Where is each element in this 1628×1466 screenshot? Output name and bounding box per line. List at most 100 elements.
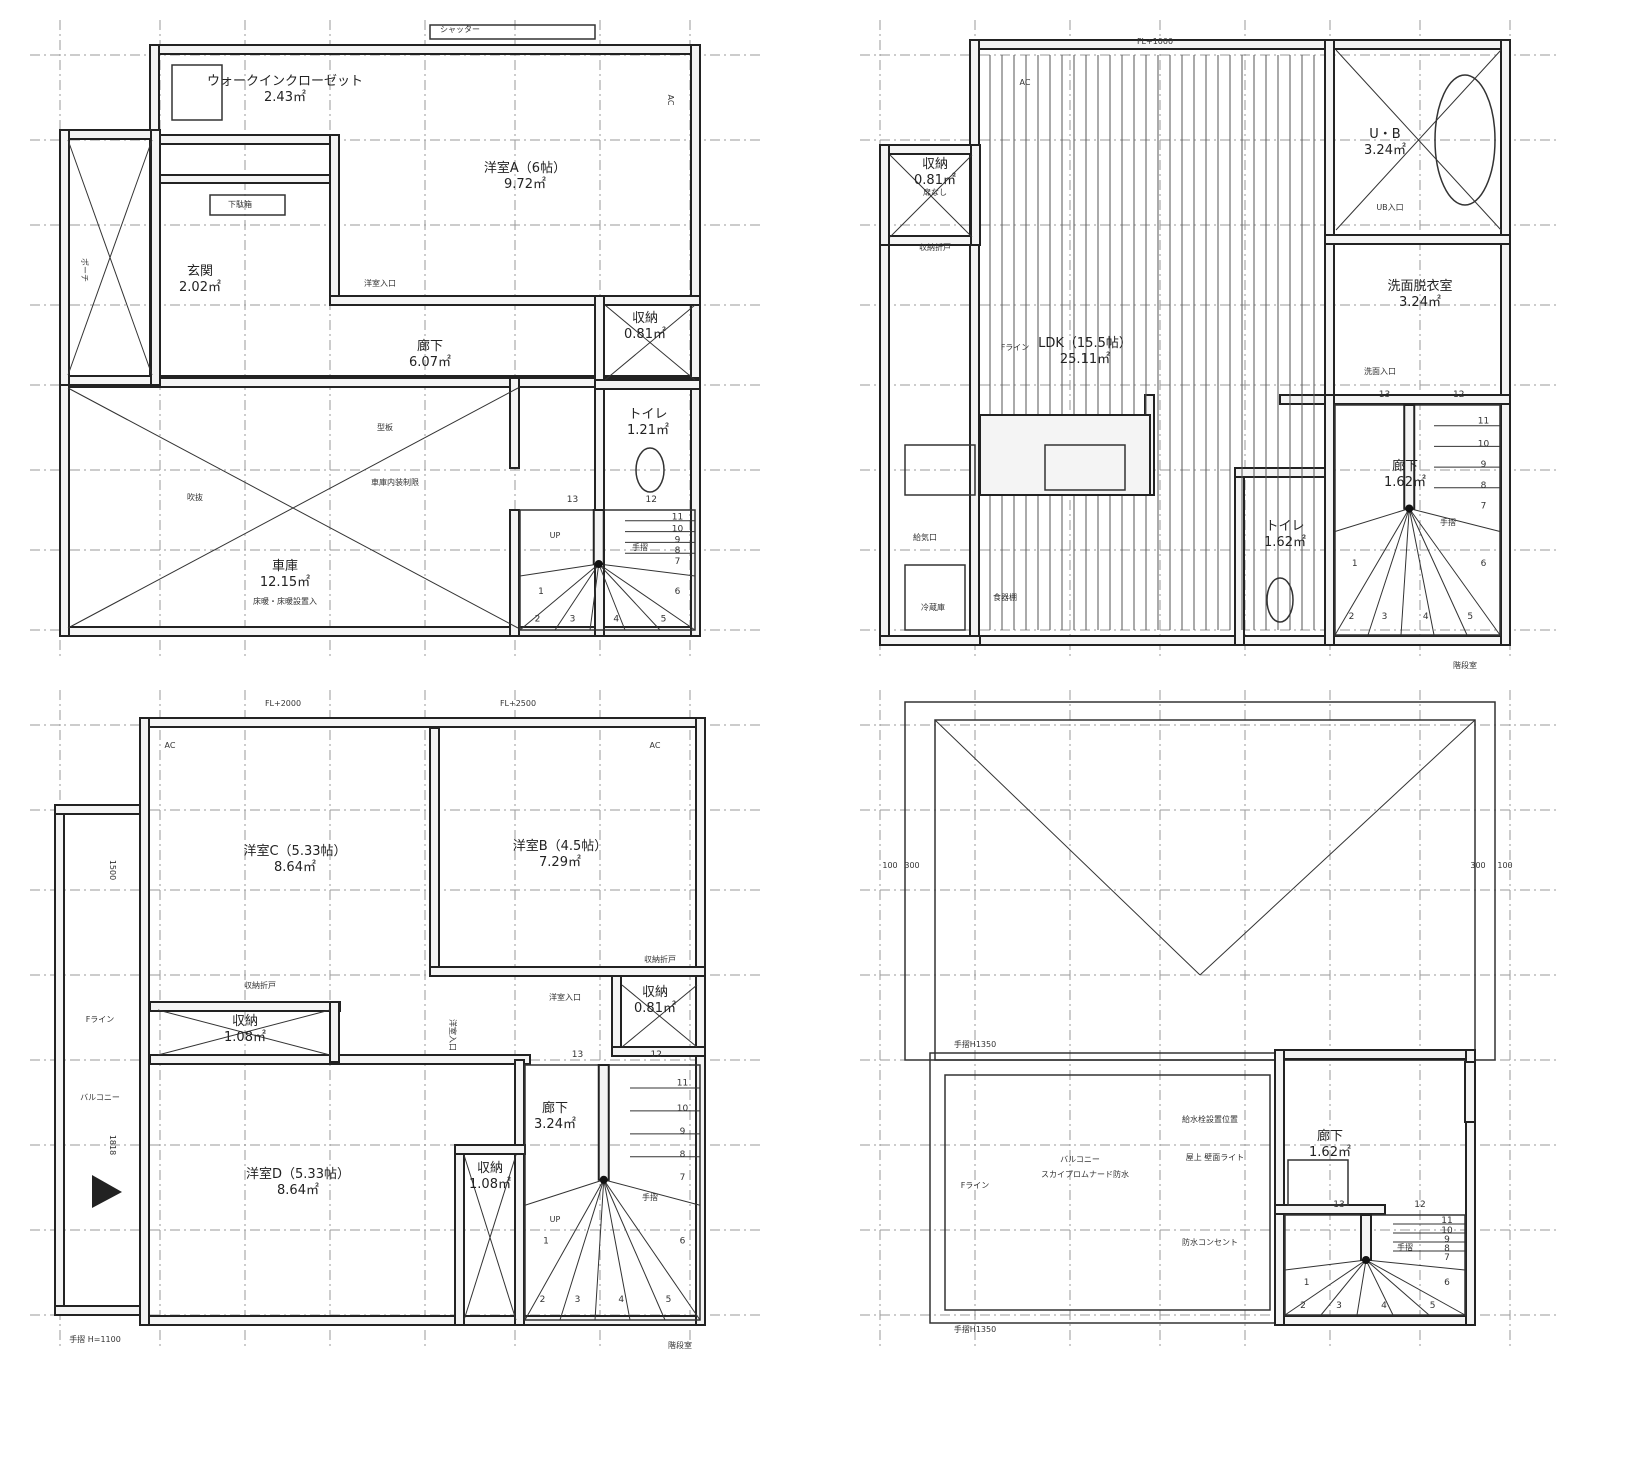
wall (139, 717, 150, 1326)
stair-step-number: 3 (570, 615, 576, 625)
stair-tread (1408, 508, 1501, 636)
hatch-opening (1287, 1159, 1349, 1206)
room-name: 洗面脱衣室 (1387, 278, 1452, 294)
stair-step-number: 4 (1423, 612, 1429, 622)
stair-step-number: 6 (1444, 1278, 1450, 1288)
room-area: 1.62㎡ (1264, 535, 1306, 550)
stair-outline (524, 1064, 701, 1321)
stair-step-number: 1 (1304, 1278, 1310, 1288)
plan-note: 洋室入口 (549, 992, 581, 1002)
plan-note: 手摺H1350 (954, 1039, 996, 1049)
wall (879, 239, 890, 646)
room-area: 8.64㎡ (277, 1183, 319, 1198)
stair-tread (1284, 1259, 1367, 1271)
stair-step-number: 13 (1333, 1200, 1344, 1210)
stair-tread (1334, 508, 1410, 636)
room-area: 1.21㎡ (627, 423, 669, 438)
wall (54, 804, 141, 815)
room-area: 1.62㎡ (1309, 1145, 1351, 1160)
stair-tread (603, 1179, 631, 1321)
plan-note: スカイプロムナード防水 (1041, 1169, 1129, 1179)
wall (509, 377, 520, 469)
stair-step-number: 7 (675, 557, 681, 567)
stair-tread (598, 563, 661, 631)
plan-note: バルコニー (80, 1093, 120, 1102)
wall (1274, 1049, 1476, 1060)
fixture (171, 64, 223, 121)
wall (690, 44, 701, 386)
room-area: 0.81㎡ (624, 327, 666, 342)
roof-eave (934, 719, 1476, 1061)
wall (150, 129, 161, 386)
stair-tread (603, 1179, 666, 1321)
stair-step-number: 12 (1453, 390, 1464, 400)
plan-note: 手摺 (1397, 1242, 1413, 1252)
room-area: 1.08㎡ (469, 1177, 511, 1192)
plan-note: 手摺 (642, 1192, 658, 1202)
wall (879, 635, 981, 646)
plan-note: 食器棚 (993, 592, 1017, 602)
plan-note: 手摺 (1440, 517, 1456, 527)
stair-step-number: 10 (1441, 1226, 1453, 1236)
plan-note: AC (666, 95, 675, 106)
wall (454, 1144, 465, 1326)
room-area: 1.62㎡ (1384, 475, 1426, 490)
stair-tread (598, 563, 626, 631)
wall (149, 44, 701, 55)
wall (54, 1305, 141, 1316)
room-area: 0.81㎡ (634, 1001, 676, 1016)
stair-step-number: 1 (1352, 559, 1358, 569)
room-area: 3.24㎡ (1364, 143, 1406, 158)
stair-tread (524, 1179, 605, 1321)
room-name: トイレ (628, 407, 667, 422)
plan-note: 手摺 H=1100 (69, 1334, 121, 1344)
stair-step-number: 9 (680, 1127, 686, 1137)
plan-note: AC (650, 741, 661, 750)
stair-step-number: 11 (1441, 1216, 1452, 1226)
wall (1324, 394, 1335, 646)
stair-tread (1400, 508, 1410, 636)
room-area: 25.11㎡ (1060, 352, 1110, 367)
room-name: LDK（15.5帖） (1038, 336, 1132, 351)
stair-step-number: 7 (1444, 1253, 1450, 1263)
stair-step-number: 2 (1300, 1301, 1306, 1311)
stair-step-number: 12 (1414, 1200, 1425, 1210)
stair-tread (603, 1179, 701, 1206)
wall (1274, 1049, 1285, 1326)
cross-mark (889, 154, 973, 238)
room-area: 0.81㎡ (914, 173, 956, 188)
stair-step-number: 10 (1478, 439, 1490, 449)
plan-note: UP (550, 1215, 561, 1224)
stair-outline (1334, 404, 1501, 636)
stair-step-number: 4 (618, 1295, 624, 1305)
wall (329, 1001, 340, 1063)
stair-tread (1365, 1259, 1394, 1316)
room-area: 3.24㎡ (1399, 295, 1441, 310)
wall (879, 144, 981, 155)
room-area: 1.08㎡ (224, 1030, 266, 1045)
wall (969, 39, 980, 646)
plan-note: 300 (1470, 861, 1485, 870)
room-name: 洋室B（4.5帖） (513, 838, 608, 854)
sink (1044, 444, 1126, 491)
cross-mark (67, 139, 153, 376)
stair-step-number: 5 (666, 1295, 672, 1305)
plan-note: UP (550, 531, 561, 540)
cross-mark (67, 387, 519, 629)
stair-step-number: 11 (677, 1078, 688, 1088)
stair-tread (1367, 508, 1410, 636)
stair-tread (1356, 1259, 1367, 1316)
stove (904, 444, 976, 496)
plan-note: FL+2000 (265, 699, 301, 708)
cross-mark (1335, 49, 1502, 231)
wall (59, 375, 161, 386)
wall (1279, 394, 1511, 405)
room-name: 収納 (632, 311, 658, 326)
plan-note: ポーチ (80, 258, 89, 282)
wall (149, 1001, 341, 1012)
stair-tread (519, 563, 600, 631)
